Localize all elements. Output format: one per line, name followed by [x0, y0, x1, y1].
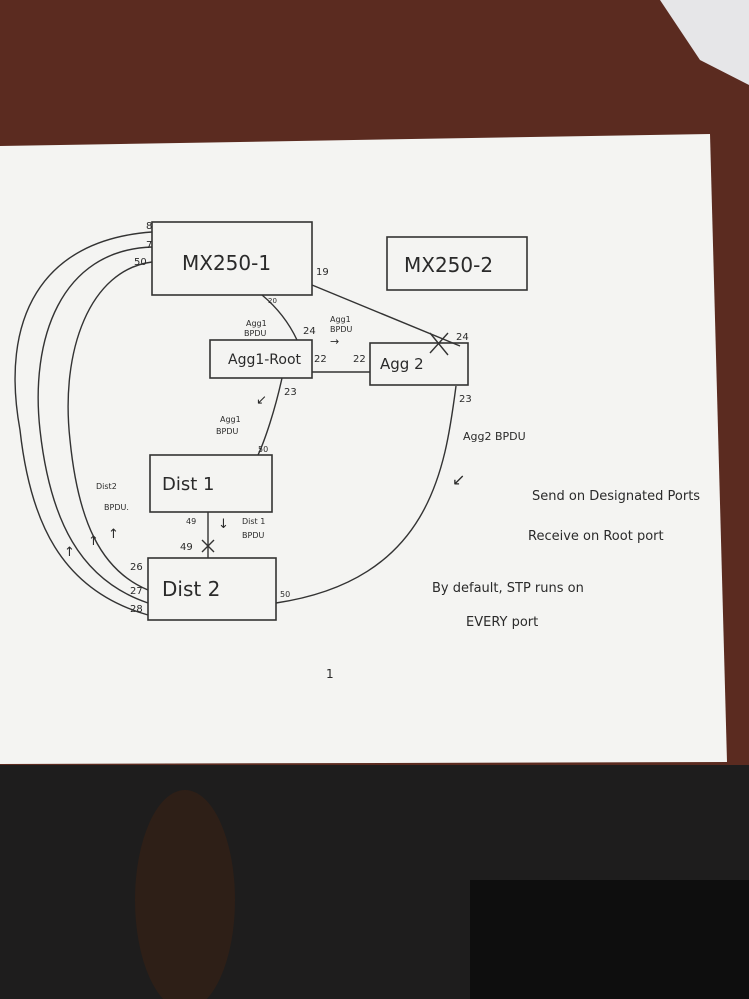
bpdu-label: BPDU	[330, 325, 352, 334]
note-text: Send on Designated Ports	[532, 489, 700, 504]
port-label: 50	[258, 445, 268, 454]
bpdu-label: BPDU.	[104, 503, 129, 512]
paper-sheet	[0, 134, 727, 764]
chair	[470, 880, 749, 999]
bpdu-label: Agg2 BPDU	[463, 430, 526, 443]
node-label: Dist 1	[162, 474, 214, 495]
port-label: 28	[130, 604, 143, 615]
port-label: 24	[456, 332, 469, 343]
node-label: MX250-1	[182, 251, 271, 275]
bpdu-label: BPDU	[244, 329, 266, 338]
shoe	[135, 790, 235, 999]
bpdu-label: Agg1	[246, 319, 267, 328]
bpdu-label: Agg1	[330, 315, 351, 324]
note-text: By default, STP runs on	[432, 581, 584, 596]
bpdu-label: Dist2	[96, 482, 117, 491]
arrow-up-icon: ↑	[88, 534, 99, 549]
node-label: Agg1-Root	[228, 352, 302, 368]
port-label: 23	[284, 387, 297, 398]
arrow-up-icon: ↑	[108, 527, 119, 542]
port-label: 26	[130, 562, 143, 573]
port-label: 49	[180, 542, 193, 553]
node-mx250-1: MX250-1	[151, 221, 313, 296]
node-label: MX250-2	[404, 253, 493, 277]
port-label: 50	[134, 257, 147, 268]
node-label: Agg 2	[380, 355, 424, 373]
arrow-down-icon: ↓	[218, 517, 229, 532]
arrow-up-icon: ↑	[64, 545, 75, 560]
note-text: Receive on Root port	[528, 529, 664, 544]
node-agg2: Agg 2	[369, 342, 469, 386]
arrow-down-left-icon: ↙	[452, 470, 465, 489]
port-label: 50	[280, 590, 290, 599]
port-label: 49	[186, 517, 196, 526]
arrow-right-icon: →	[330, 335, 339, 348]
page-mark: 1	[326, 667, 334, 681]
bpdu-label: BPDU	[216, 427, 238, 436]
port-label: 20	[268, 297, 277, 305]
port-label: 22	[314, 354, 327, 365]
bpdu-label: Agg1	[220, 415, 241, 424]
note-text: EVERY port	[466, 615, 538, 630]
bpdu-label: BPDU	[242, 531, 264, 540]
port-label: 8	[146, 221, 152, 232]
node-agg1-root: Agg1-Root	[209, 339, 313, 379]
port-label: 24	[303, 326, 316, 337]
port-label: 19	[316, 267, 329, 278]
port-label: 27	[130, 586, 143, 597]
links	[14, 231, 461, 616]
arrow-down-left-icon: ↙	[256, 393, 267, 408]
port-label: 22	[353, 354, 366, 365]
node-mx250-2: MX250-2	[386, 236, 528, 291]
node-dist2: Dist 2	[147, 557, 277, 621]
bpdu-label: Dist 1	[242, 517, 265, 526]
port-label: 7	[146, 240, 152, 251]
node-label: Dist 2	[162, 577, 220, 601]
paper-corner	[660, 0, 749, 85]
port-label: 23	[459, 394, 472, 405]
node-dist1: Dist 1	[149, 454, 273, 513]
